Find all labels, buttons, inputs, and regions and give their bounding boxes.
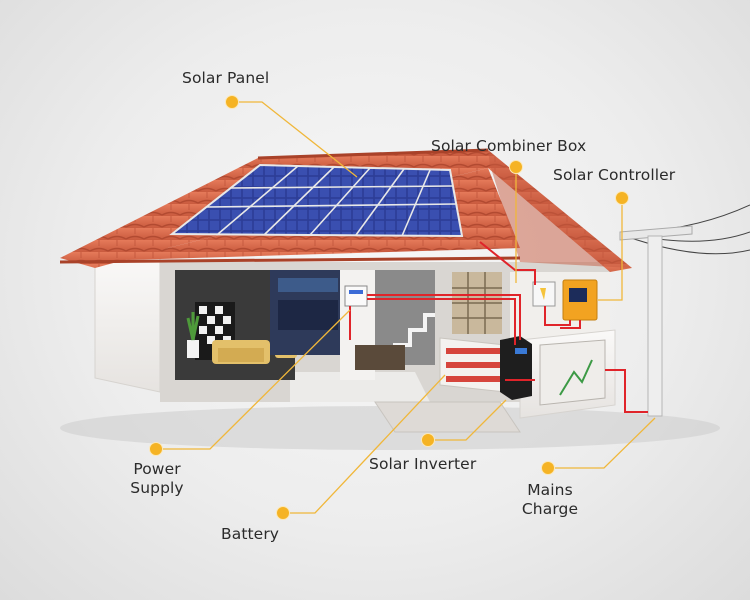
battery-bank <box>439 337 506 393</box>
house-body <box>94 254 616 433</box>
label-solar-controller: Solar Controller <box>553 166 676 184</box>
label-power-supply-line2: Supply <box>130 479 184 497</box>
dot-solar-panel <box>225 95 239 109</box>
label-mains-charge-line2: Charge <box>521 500 579 518</box>
dot-controller <box>615 191 629 205</box>
leader-solar-inverter <box>428 399 507 441</box>
wiring <box>349 241 648 413</box>
label-solar-inverter: Solar Inverter <box>369 455 477 473</box>
dot-mains-charge <box>541 461 555 475</box>
leader-controller <box>598 198 623 301</box>
label-battery: Battery <box>221 525 280 543</box>
dot-battery <box>276 506 290 520</box>
dot-power-supply <box>149 442 163 456</box>
dot-solar-inverter <box>421 433 435 447</box>
solar-inverter-unit <box>500 336 532 400</box>
leader-solar-panel <box>232 101 358 178</box>
combiner-box-unit <box>532 281 556 307</box>
callout-lines <box>156 101 656 514</box>
label-power-supply-line1: Power <box>133 460 181 478</box>
utility-pole <box>619 204 750 417</box>
solar-controller-unit <box>562 279 598 321</box>
dot-combiner-box <box>509 160 523 174</box>
leader-battery <box>283 374 446 514</box>
label-mains-charge: Mains Charge <box>517 481 583 519</box>
callout-dots <box>149 95 629 520</box>
leader-mains-charge <box>548 417 656 469</box>
solar-panel-array <box>169 163 464 238</box>
label-solar-combiner-box: Solar Combiner Box <box>431 137 587 155</box>
label-mains-charge-line1: Mains <box>527 481 573 499</box>
label-solar-panel: Solar Panel <box>182 69 270 87</box>
label-power-supply: Power Supply <box>126 460 188 498</box>
leader-power-supply <box>156 309 351 450</box>
ground-shadow <box>60 406 720 450</box>
